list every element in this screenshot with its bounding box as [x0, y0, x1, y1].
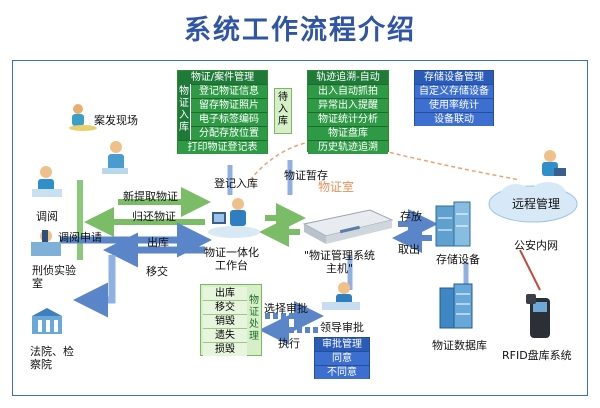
- track-item[interactable]: 历史轨迹追溯: [308, 140, 388, 154]
- case-item[interactable]: 电子标签编码: [191, 112, 267, 126]
- database-icon: [439, 283, 473, 329]
- evidence-room-label: 物证室: [318, 180, 355, 194]
- storage-label: 存储设备: [436, 253, 480, 266]
- track-panel-header: 轨迹追溯-自动: [308, 71, 388, 84]
- rfid-reader-icon: [526, 294, 550, 338]
- crime-scene-icon: [69, 104, 97, 131]
- storage-cabinet-icon: [435, 201, 471, 247]
- disposal-items: 出库 移交 销毁 遗失 损毁: [203, 287, 247, 356]
- case-scene-label: 案发现场: [94, 114, 138, 127]
- storage-item[interactable]: 使用率统计: [415, 98, 493, 112]
- track-item[interactable]: 出入自动抓拍: [308, 84, 388, 98]
- wait-storage-box: 待入库: [274, 88, 292, 134]
- leader-icon: [322, 282, 360, 310]
- return-evidence-label: 归还物证: [132, 210, 176, 223]
- storage-panel-header: 存储设备管理: [415, 71, 493, 84]
- disposal-item[interactable]: 移交: [203, 301, 247, 315]
- case-panel-side: 物证入库: [178, 84, 190, 140]
- review-label: 调阅: [36, 210, 58, 223]
- intranet-label: 公安内网: [514, 239, 558, 252]
- remote-user-icon: [542, 150, 566, 176]
- storage-device-panel: 存储设备管理 自定义存储设备 使用率统计 设备联动: [414, 70, 494, 126]
- lab-label: 刑侦实验室: [32, 264, 76, 290]
- reject-item[interactable]: 不同意: [315, 365, 369, 379]
- disposal-item[interactable]: 销毁: [203, 315, 247, 329]
- database-label: 物证数据库: [432, 339, 487, 352]
- disposal-side-label: 物证处理: [249, 295, 259, 342]
- case-item[interactable]: 留存物证照片: [191, 98, 267, 112]
- approve-item[interactable]: 同意: [315, 351, 369, 365]
- diagram-frame: [12, 60, 588, 396]
- review-request-label: 调阅申请: [58, 231, 102, 244]
- track-panel: 轨迹追溯-自动 出入自动抓拍 异常出入提醒 物证统计分析 物证盘库 历史轨迹追溯: [307, 70, 389, 154]
- disposal-item[interactable]: 遗失: [203, 329, 247, 343]
- new-evidence-label: 新提取物证: [123, 190, 178, 203]
- track-item[interactable]: 物证统计分析: [308, 112, 388, 126]
- execute-label: 执行: [278, 337, 300, 350]
- track-item[interactable]: 异常出入提醒: [308, 98, 388, 112]
- transfer-label: 移交: [146, 265, 168, 278]
- cloud-icon: [488, 182, 578, 223]
- investigator-icon: [102, 141, 128, 174]
- review-office-icon: [32, 166, 62, 197]
- take-out-label: 取出: [398, 243, 420, 256]
- out-storage-label: 出库: [147, 236, 169, 249]
- lab-icon: [31, 230, 61, 256]
- evidence-temp-label: 物证暂存: [284, 169, 328, 182]
- register-in-label: 登记入库: [214, 177, 258, 190]
- workstation-label: 物证一体化 工作台: [204, 246, 259, 272]
- case-panel-header: 物证/案件管理: [178, 71, 267, 84]
- track-item[interactable]: 物证盘库: [308, 126, 388, 140]
- disposal-panel: 出库 移交 销毁 遗失 损毁 物证处理: [200, 284, 262, 356]
- rfid-label: RFID盘库系统: [502, 349, 572, 362]
- court-building-icon: [32, 308, 62, 334]
- case-item[interactable]: 分配存放位置: [191, 126, 267, 140]
- storage-item[interactable]: 设备联动: [415, 112, 493, 126]
- disposal-item[interactable]: 出库: [203, 287, 247, 301]
- case-item[interactable]: 打印物证登记表: [178, 140, 267, 154]
- storage-item[interactable]: 自定义存储设备: [415, 84, 493, 98]
- case-panel-items: 登记物证信息 留存物证照片 电子标签编码 分配存放位置: [191, 84, 267, 140]
- workstation-icon: [208, 198, 260, 238]
- case-management-panel: 物证/案件管理 物证入库 登记物证信息 留存物证照片 电子标签编码 分配存放位置…: [177, 70, 268, 154]
- host-label: "物证管理系统 主机": [304, 249, 376, 275]
- remote-label: 远程管理: [512, 197, 561, 211]
- court-label: 法院、检察院: [30, 345, 74, 371]
- select-approval-label: 选择审批: [264, 302, 308, 315]
- disposal-item[interactable]: 损毁: [203, 343, 247, 356]
- case-item[interactable]: 登记物证信息: [191, 84, 267, 98]
- host-server-icon: [302, 209, 394, 244]
- store-label: 存放: [400, 210, 422, 223]
- leader-approval-label: 领导审批: [320, 321, 364, 334]
- approval-header: 审批管理: [315, 338, 369, 351]
- approval-panel: 审批管理 同意 不同意: [314, 337, 370, 379]
- page-title: 系统工作流程介绍: [184, 15, 416, 46]
